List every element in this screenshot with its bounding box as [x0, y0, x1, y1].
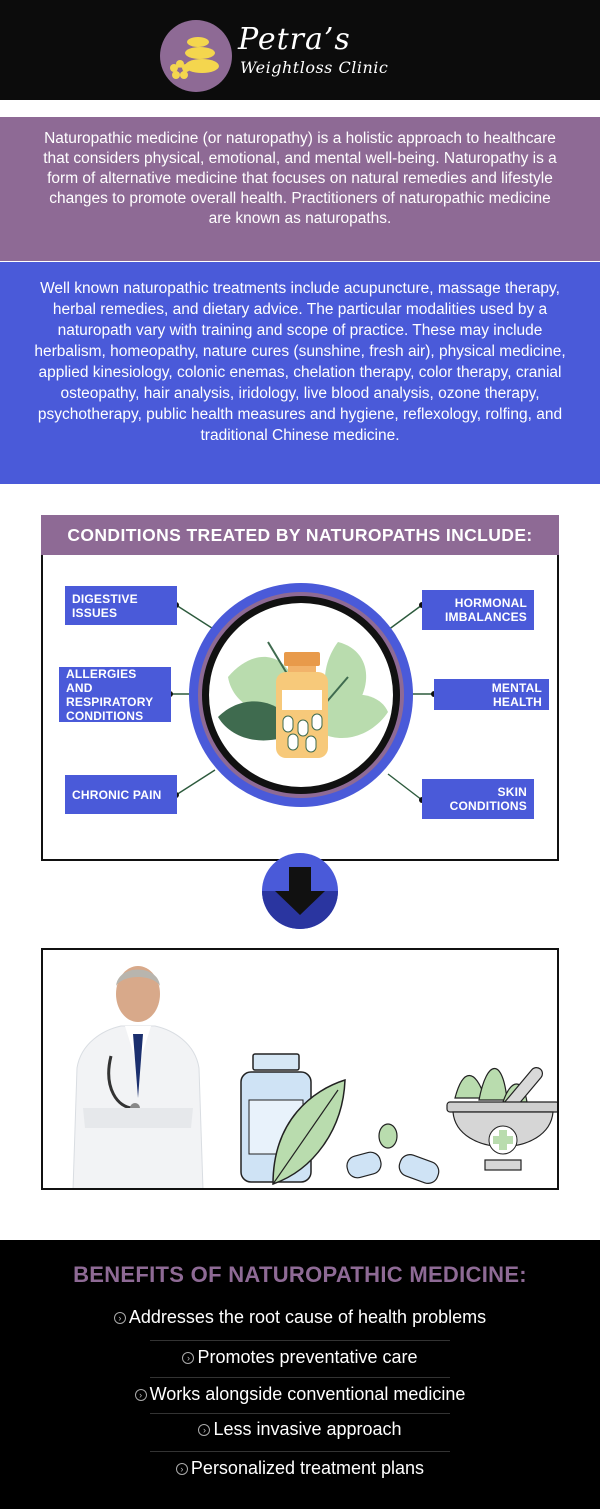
medicine-bottle-with-leaves-icon	[189, 583, 413, 807]
condition-mental-health: MENTAL HEALTH	[434, 679, 549, 710]
conditions-title: CONDITIONS TREATED BY NATUROPATHS INCLUD…	[41, 515, 559, 555]
circle-chevron-icon: ›	[182, 1352, 195, 1364]
condition-skin: SKIN CONDITIONS	[422, 779, 534, 819]
brand-subtitle: Weightloss Clinic	[240, 58, 389, 77]
circle-chevron-icon: ›	[113, 1312, 126, 1324]
circle-chevron-icon: ›	[198, 1424, 211, 1436]
header: Petra’s Weightloss Clinic	[0, 0, 600, 100]
benefit-text: Less invasive approach	[213, 1419, 402, 1439]
medicine-jar-with-leaf-icon	[240, 1053, 346, 1186]
circle-chevron-icon: ›	[175, 1463, 188, 1475]
condition-label: DIGESTIVE ISSUES	[72, 591, 138, 620]
benefit-item: ›Works alongside conventional medicine	[0, 1384, 600, 1405]
capsules-icon	[346, 1123, 440, 1184]
condition-label: HORMONAL IMBALANCES	[445, 596, 527, 624]
divider	[150, 1377, 450, 1378]
down-arrow-icon	[262, 853, 338, 929]
condition-label: ALLERGIES AND RESPIRATORY CONDITIONS	[66, 666, 154, 723]
mortar-and-pestle-icon	[446, 1067, 557, 1171]
brand-name: Petra’s	[238, 22, 351, 57]
condition-allergies: ALLERGIES AND RESPIRATORY CONDITIONS	[59, 666, 171, 723]
condition-digestive-issues: DIGESTIVE ISSUES	[65, 586, 177, 625]
condition-label: SKIN CONDITIONS	[449, 785, 527, 813]
illustration-box	[41, 948, 559, 1190]
condition-chronic-pain: CHRONIC PAIN	[65, 775, 177, 814]
doctor-icon	[72, 966, 204, 1188]
benefit-item: ›Less invasive approach	[0, 1419, 600, 1440]
benefits-title: BENEFITS OF NATUROPATHIC MEDICINE:	[73, 1262, 527, 1287]
benefit-text: Works alongside conventional medicine	[149, 1384, 466, 1404]
treatments-text: Well known naturopathic treatments inclu…	[0, 262, 600, 484]
benefit-text: Personalized treatment plans	[190, 1458, 425, 1478]
logo-text: Petra’s Weightloss Clinic	[238, 22, 388, 77]
condition-label: CHRONIC PAIN	[72, 787, 162, 802]
benefit-item: ›Promotes preventative care	[0, 1347, 600, 1368]
divider	[150, 1340, 450, 1341]
benefit-text: Addresses the root cause of health probl…	[128, 1307, 487, 1327]
intro-text: Naturopathic medicine (or naturopathy) i…	[0, 117, 600, 261]
divider	[150, 1451, 450, 1452]
benefit-item: ›Personalized treatment plans	[0, 1458, 600, 1479]
benefit-text: Promotes preventative care	[197, 1347, 418, 1367]
benefit-item: ›Addresses the root cause of health prob…	[0, 1307, 600, 1328]
condition-hormonal: HORMONAL IMBALANCES	[422, 590, 534, 630]
benefits-section	[0, 1240, 600, 1509]
logo-stones-flower-icon	[160, 20, 232, 92]
condition-label: MENTAL HEALTH	[491, 680, 542, 709]
circle-chevron-icon: ›	[134, 1389, 147, 1401]
divider	[150, 1413, 450, 1414]
